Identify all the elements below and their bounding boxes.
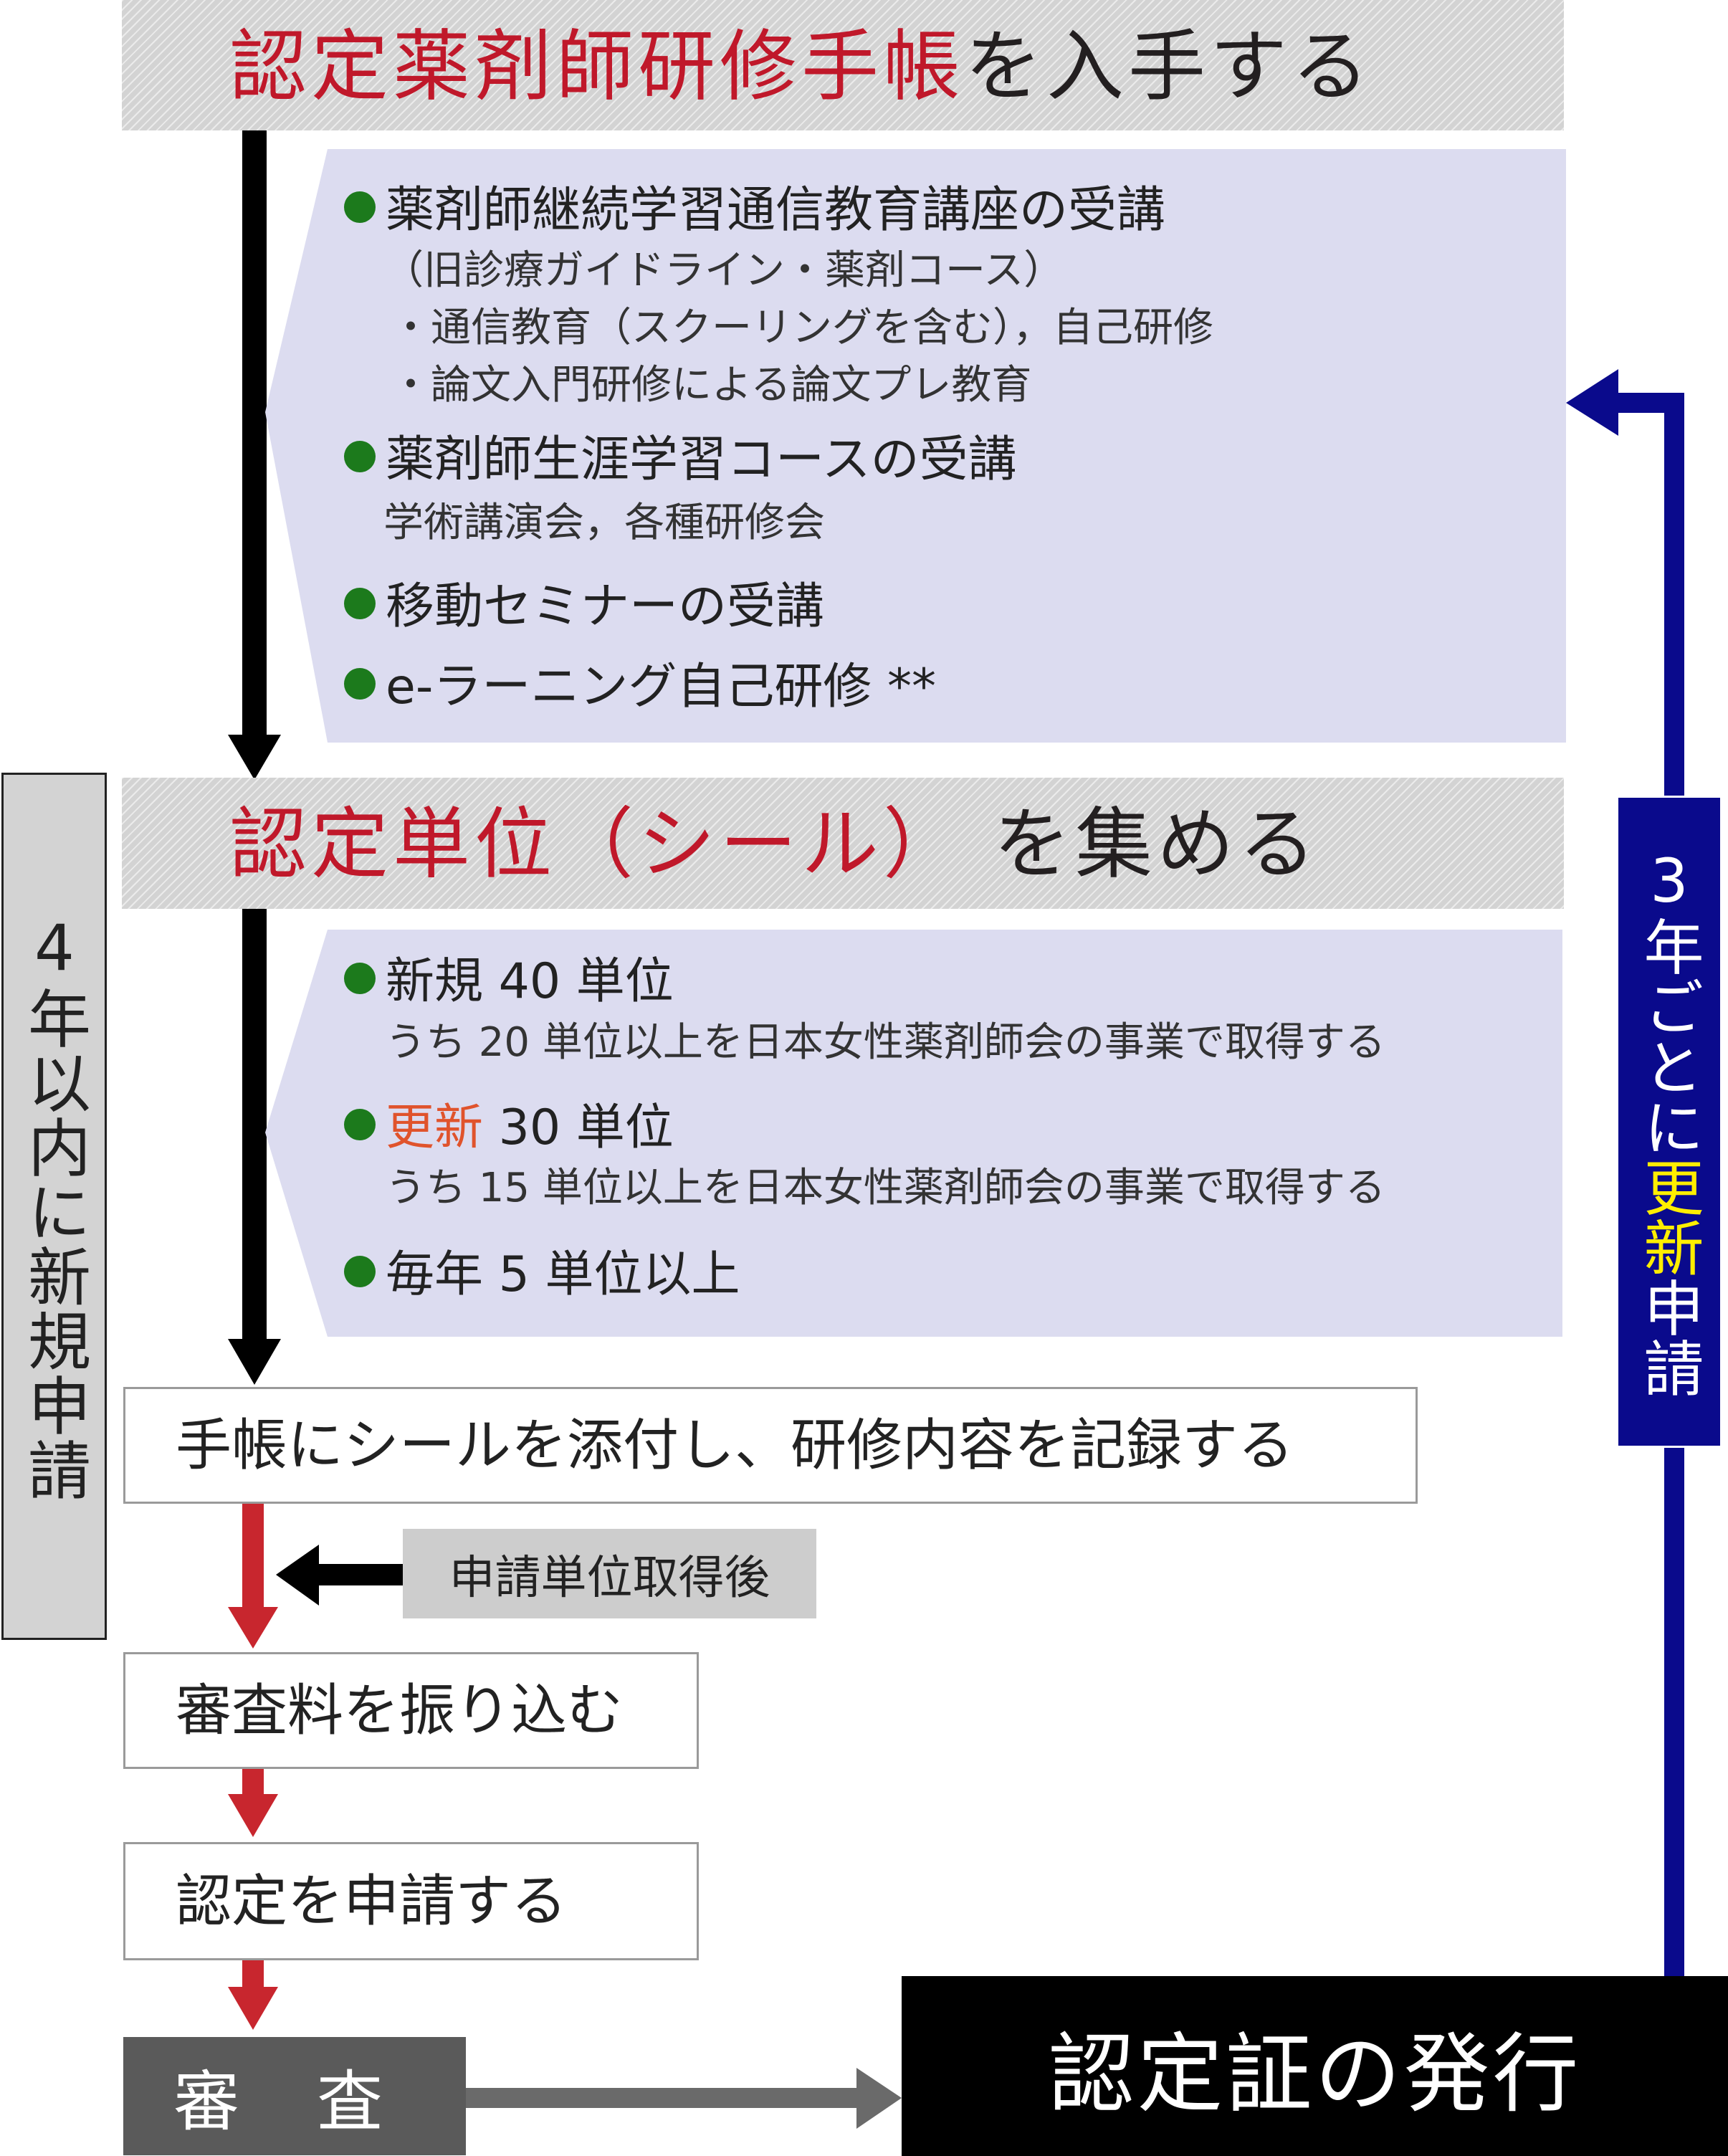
list-detail: ・通信教育（スクーリングを含む），自己研修 bbox=[391, 305, 1213, 351]
step2-title: 認定単位（シール）を集める bbox=[229, 800, 1321, 889]
step5-apply-box: 認定を申請する bbox=[123, 1842, 699, 1960]
red-arrow-head-3 bbox=[228, 1987, 278, 2030]
panel2-list: 新規 40 単位 うち 20 単位以上を日本女性薬剤師会の事業で取得する 更新 … bbox=[344, 958, 1385, 1299]
step3-record-box: 手帳にシールを添付し、研修内容を記録する bbox=[123, 1387, 1418, 1504]
step6-review-box: 審 査 bbox=[123, 2037, 466, 2155]
certificate-issued-box: 認定証の発行 bbox=[902, 1976, 1728, 2156]
list-detail: 学術講演会，各種研修会 bbox=[383, 500, 825, 546]
list-item: e-ラーニング自己研修 ** bbox=[344, 663, 936, 712]
step1-title: 認定薬剤師研修手帳を入手する bbox=[229, 22, 1374, 112]
bullet-icon bbox=[344, 588, 376, 620]
list-item: 薬剤師生涯学習コースの受講 bbox=[344, 436, 1017, 485]
renewal-cycle-label: 3年ごとに更新申請 bbox=[1616, 796, 1722, 1448]
list-item: 薬剤師継続学習通信教育講座の受講 bbox=[344, 186, 1165, 235]
list-item: 毎年 5 単位以上 bbox=[344, 1251, 740, 1299]
red-arrow-head-1 bbox=[228, 1607, 278, 1649]
arrow-head-2 bbox=[228, 1339, 281, 1385]
list-detail: ・論文入門研修による論文プレ教育 bbox=[391, 362, 1032, 409]
new-application-deadline: 4年以内に新規申請 bbox=[1, 773, 107, 1640]
gray-arrow-head bbox=[856, 2068, 902, 2129]
red-arrow-shaft-3 bbox=[242, 1960, 264, 1990]
step1-header: 認定薬剤師研修手帳を入手する bbox=[122, 0, 1564, 130]
condition-label: 申請単位取得後 bbox=[403, 1529, 816, 1618]
bullet-icon bbox=[344, 1256, 376, 1288]
red-arrow-head-2 bbox=[228, 1794, 278, 1837]
renewal-arrow-head bbox=[1566, 369, 1618, 436]
bullet-icon bbox=[344, 963, 376, 995]
red-arrow-shaft-2 bbox=[242, 1769, 264, 1798]
red-arrow-shaft-1 bbox=[242, 1504, 264, 1611]
bullet-icon bbox=[344, 191, 376, 224]
list-item: 移動セミナーの受講 bbox=[344, 583, 824, 631]
bullet-icon bbox=[344, 441, 376, 473]
list-item: 新規 40 単位 bbox=[344, 958, 674, 1006]
arrow-head-1 bbox=[228, 735, 281, 780]
panel1-list: 薬剤師継続学習通信教育講座の受講 （旧診療ガイドライン・薬剤コース） ・通信教育… bbox=[0, 0, 1728, 788]
renewal-connector bbox=[1613, 393, 1684, 413]
condition-arrow-shaft bbox=[315, 1564, 405, 1585]
arrow-shaft-2 bbox=[242, 909, 267, 1342]
arrow-shaft-1 bbox=[242, 130, 267, 740]
list-item: 更新 30 単位 bbox=[344, 1104, 674, 1153]
gray-arrow-shaft bbox=[466, 2088, 867, 2108]
list-detail: （旧診療ガイドライン・薬剤コース） bbox=[383, 247, 1064, 294]
list-detail: うち 15 単位以上を日本女性薬剤師会の事業で取得する bbox=[386, 1165, 1385, 1211]
condition-arrow-head bbox=[276, 1545, 319, 1606]
list-detail: うち 20 単位以上を日本女性薬剤師会の事業で取得する bbox=[386, 1019, 1385, 1066]
step4-payment-box: 審査料を振り込む bbox=[123, 1652, 699, 1769]
bullet-icon bbox=[344, 1109, 376, 1141]
bullet-icon bbox=[344, 668, 376, 700]
renewal-text: 3年ごとに更新申請 bbox=[1634, 846, 1704, 1398]
step2-header: 認定単位（シール）を集める bbox=[122, 778, 1564, 909]
